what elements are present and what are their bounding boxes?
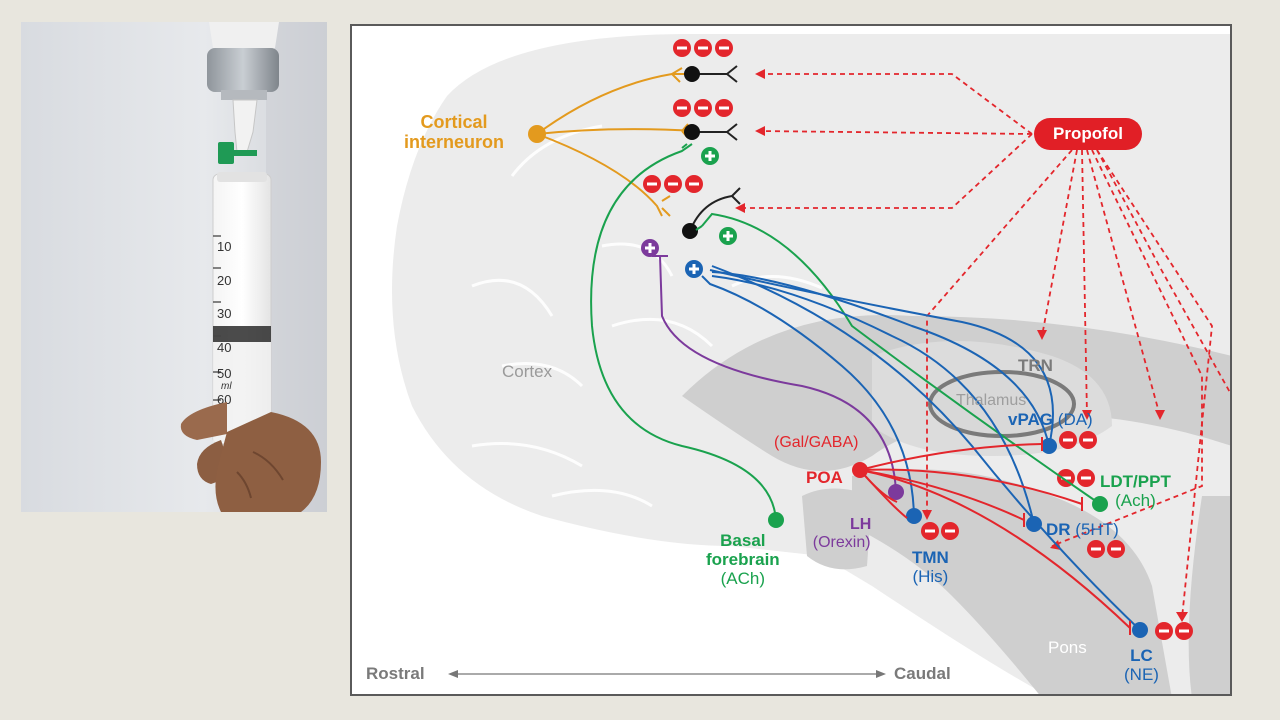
gal-gaba-label: (Gal/GABA)	[774, 434, 859, 451]
syringe-unit: ml	[221, 381, 232, 392]
dr-label: DR (5HT)	[1046, 520, 1119, 539]
ldt-ppt-label: LDT/PPT (Ach)	[1100, 472, 1171, 511]
vpag-label: vPAG (DA)	[1008, 410, 1093, 429]
syringe-illustration: 10 20 30 40 50 ml 60	[21, 22, 327, 512]
basal-forebrain-node	[768, 512, 784, 528]
lh-node	[888, 484, 904, 500]
poa-node	[852, 462, 868, 478]
poa-label: POA	[806, 468, 843, 487]
cortical-neuron	[684, 66, 700, 82]
basal-forebrain-label: Basal forebrain (ACh)	[706, 531, 780, 589]
syringe-mark: 60	[217, 392, 231, 407]
syringe-mark: 30	[217, 306, 231, 321]
lc-node	[1132, 622, 1148, 638]
cortex-label: Cortex	[502, 362, 553, 381]
orexin-projection	[652, 255, 897, 493]
vpag-node	[1041, 438, 1057, 454]
propofol-arrows	[737, 73, 1230, 619]
caudal-label: Caudal	[894, 664, 951, 683]
syringe-mark: 40	[217, 340, 231, 355]
thalamus-label: Thalamus	[956, 392, 1027, 409]
syringe-photo: 10 20 30 40 50 ml 60	[21, 22, 327, 512]
ldt-ppt-node	[1092, 496, 1108, 512]
interneuron-soma	[528, 125, 546, 143]
hand	[180, 402, 321, 512]
monoamine-projections	[701, 265, 1141, 631]
cortical-interneuron-label: Cortical interneuron	[404, 112, 505, 153]
cortical-neuron	[682, 223, 698, 239]
lh-label: LH (Orexin)	[812, 516, 872, 551]
rostral-label: Rostral	[366, 664, 425, 683]
lc-label: LC (NE)	[1124, 646, 1159, 685]
dr-node	[1026, 516, 1042, 532]
syringe-mark: 20	[217, 273, 231, 288]
tmn-node	[906, 508, 922, 524]
pons-label: Pons	[1048, 638, 1087, 657]
brain-diagram-graphics	[392, 34, 1230, 694]
syringe-mark: 50	[217, 366, 231, 381]
inhibition-badges	[643, 39, 1193, 640]
propofol-label: Propofol	[1034, 118, 1142, 150]
cholinergic-projections	[590, 143, 1101, 521]
syringe-mark: 10	[217, 239, 231, 254]
cortical-neuron	[684, 124, 700, 140]
excitation-badges	[641, 147, 737, 278]
trn-label: TRN	[1018, 356, 1053, 375]
interneuron-projections	[536, 67, 698, 217]
propofol-mechanism-diagram: Propofol Cortical interneuron Cortex Tha…	[350, 24, 1232, 696]
tmn-label: TMN (His)	[912, 548, 949, 587]
